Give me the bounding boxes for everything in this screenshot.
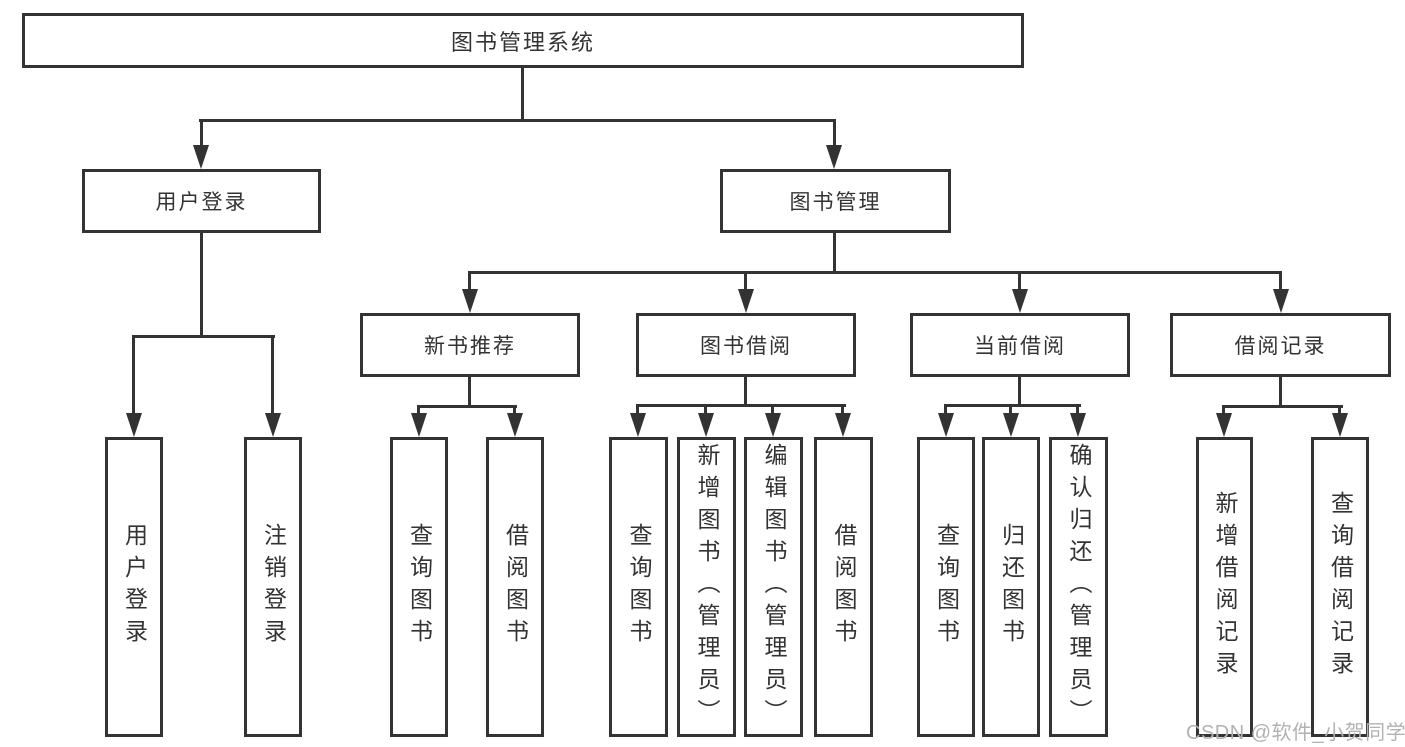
arrowhead-down-icon <box>1216 413 1232 437</box>
leaf-borrow-books-borrowing: 借阅图书 <box>814 437 873 737</box>
arrowhead-down-icon <box>462 289 478 313</box>
node-user-login: 用户登录 <box>82 169 321 233</box>
node-label: 查询图书 <box>406 523 433 651</box>
node-label: 编辑图书（管理员） <box>761 443 787 731</box>
node-label: 用户登录 <box>155 191 248 214</box>
node-label: 图书管理系统 <box>450 29 595 55</box>
arrowhead-down-icon <box>1003 413 1019 437</box>
arrowhead-down-icon <box>1273 289 1289 313</box>
leaf-user-login: 用户登录 <box>105 437 163 737</box>
leaf-query-books-current: 查询图书 <box>917 437 975 737</box>
connector-line <box>1222 405 1225 415</box>
arrowhead-down-icon <box>835 413 851 437</box>
node-new-book-recommendation: 新书推荐 <box>360 313 580 377</box>
connector-line <box>636 404 639 415</box>
arrowhead-down-icon <box>630 413 646 437</box>
connector-line <box>521 66 524 120</box>
arrowhead-down-icon <box>1070 413 1086 437</box>
arrowhead-down-icon <box>507 413 523 437</box>
connector-line <box>513 405 516 415</box>
node-label: 借阅图书 <box>831 523 857 651</box>
connector-line <box>417 405 517 408</box>
node-current-borrowing: 当前借阅 <box>910 313 1130 377</box>
connector-line <box>1279 375 1282 407</box>
node-label: 图书管理 <box>789 191 882 214</box>
leaf-confirm-return-admin: 确认归还（管理员） <box>1049 437 1108 737</box>
connector-line <box>1279 271 1282 291</box>
connector-line <box>744 271 747 291</box>
connector-line <box>1222 405 1343 408</box>
arrowhead-down-icon <box>738 289 754 313</box>
leaf-borrow-books-recommend: 借阅图书 <box>486 437 544 737</box>
connector-line <box>833 119 836 147</box>
connector-line <box>704 404 707 415</box>
arrowhead-down-icon <box>126 413 142 437</box>
node-label: 借阅记录 <box>1234 335 1327 358</box>
connector-line <box>1338 405 1341 415</box>
connector-line <box>132 335 275 338</box>
connector-line <box>468 271 1282 274</box>
node-label: 确认归还（管理员） <box>1066 443 1092 731</box>
connector-line <box>1009 404 1012 415</box>
watermark-text: CSDN @软件_小贺同学 <box>1186 722 1405 744</box>
node-label: 新增图书（管理员） <box>694 443 720 731</box>
node-label: 新增借阅记录 <box>1212 491 1238 683</box>
node-label: 当前借阅 <box>974 335 1066 358</box>
arrowhead-down-icon <box>411 413 427 437</box>
node-label: 查询图书 <box>933 523 960 651</box>
arrowhead-down-icon <box>938 413 954 437</box>
connector-line <box>417 405 420 415</box>
connector-line <box>132 335 135 415</box>
leaf-add-borrow-record: 新增借阅记录 <box>1196 437 1253 737</box>
connector-line <box>200 231 203 337</box>
node-label: 查询借阅记录 <box>1327 491 1354 683</box>
node-borrowing-records: 借阅记录 <box>1170 313 1391 377</box>
leaf-logout: 注销登录 <box>244 437 302 737</box>
connector-line <box>199 119 836 122</box>
arrowhead-down-icon <box>1332 413 1348 437</box>
arrowhead-down-icon <box>765 413 781 437</box>
node-library-management-system: 图书管理系统 <box>22 13 1024 68</box>
connector-line <box>833 231 836 273</box>
arrowhead-down-icon <box>1012 289 1028 313</box>
arrowhead-down-icon <box>698 413 714 437</box>
node-label: 新书推荐 <box>424 335 516 358</box>
node-label: 用户登录 <box>121 523 148 651</box>
leaf-query-books-recommend: 查询图书 <box>390 437 448 737</box>
connector-line <box>771 404 774 415</box>
node-book-borrowing: 图书借阅 <box>636 313 856 377</box>
connector-line <box>841 404 844 415</box>
connector-line <box>1018 375 1021 406</box>
connector-line <box>468 271 471 291</box>
node-label: 注销登录 <box>260 523 287 651</box>
node-label: 借阅图书 <box>502 523 529 651</box>
connector-line <box>1018 271 1021 291</box>
connector-line <box>468 375 471 407</box>
connector-line <box>944 404 947 415</box>
arrowhead-down-icon <box>265 413 281 437</box>
connector-line <box>271 335 274 415</box>
leaf-return-books: 归还图书 <box>982 437 1040 737</box>
connector-line <box>744 375 747 406</box>
leaf-edit-book-admin: 编辑图书（管理员） <box>744 437 803 737</box>
node-label: 图书借阅 <box>700 335 792 358</box>
arrowhead-down-icon <box>826 145 842 169</box>
connector-line <box>944 404 1081 407</box>
leaf-query-books-borrowing: 查询图书 <box>609 437 668 737</box>
connector-line <box>636 404 846 407</box>
node-label: 归还图书 <box>998 523 1025 651</box>
leaf-add-book-admin: 新增图书（管理员） <box>677 437 736 737</box>
connector-line <box>1076 404 1079 415</box>
connector-line <box>200 119 203 147</box>
arrowhead-down-icon <box>193 145 209 169</box>
leaf-query-borrow-record: 查询借阅记录 <box>1311 437 1369 737</box>
node-label: 查询图书 <box>626 523 652 651</box>
node-book-management: 图书管理 <box>720 169 951 233</box>
